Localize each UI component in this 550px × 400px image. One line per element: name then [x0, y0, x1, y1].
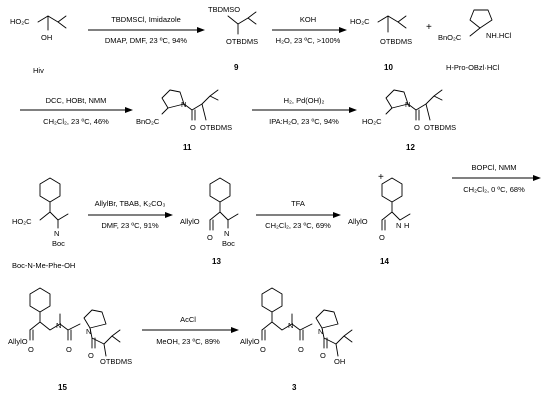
step6-reagents: TFA: [291, 199, 305, 208]
c13-allylo-label: AllylO: [180, 217, 200, 226]
step3-reagents: DCC, HOBt, NMM: [46, 96, 107, 105]
c15-o3-label: O: [88, 351, 94, 360]
reaction-arrow-3: DCC, HOBt, NMM CH₂Cl₂, 23 ºC, 46%: [20, 96, 133, 126]
c11-bno2c-label: BnO₂C: [136, 117, 160, 126]
c14-allylo-label: AllylO: [348, 217, 368, 226]
c15-o1-label: O: [28, 345, 34, 354]
compound-3-label: 3: [292, 383, 297, 392]
step6-conditions: CH₂Cl₂, 23 ºC, 69%: [265, 221, 331, 230]
boc-nme-phe-name: Boc-N-Me-Phe-OH: [12, 261, 75, 270]
c15-n2-label: N: [86, 327, 91, 336]
pro-nh-hcl-label: NH.HCl: [486, 31, 512, 40]
c3-o3-label: O: [320, 351, 326, 360]
boc-nme-phe-structure: HO₂C N Boc: [12, 177, 69, 248]
c15-n1-label: N: [56, 321, 61, 330]
c3-n1-label: N: [288, 321, 293, 330]
phe-n-label: N: [54, 229, 59, 238]
c12-o-label: O: [414, 123, 420, 132]
pro-bno2c-label: BnO₂C: [438, 33, 462, 42]
compound-12-structure: HO₂C N O OTBDMS: [362, 89, 456, 132]
c15-o2-label: O: [66, 345, 72, 354]
compound-13-structure: AllylO O N Boc: [180, 177, 239, 248]
reaction-arrow-1: TBDMSCl, Imidazole DMAP, DMF, 23 ºC, 94%: [88, 15, 205, 45]
c11-otbdms-label: OTBDMS: [200, 123, 232, 132]
compound-3-structure: AllylO O N O N O OH: [240, 287, 353, 366]
step8-reagents: AcCl: [180, 315, 196, 324]
c14-h-label: H: [404, 221, 409, 230]
step4-reagents: H₂, Pd(OH)₂: [284, 96, 325, 105]
c15-otbdms-label: OTBDMS: [100, 357, 132, 366]
reaction-arrow-7: BOPCl, NMM CH₂Cl₂, 0 ºC, 68%: [452, 163, 541, 194]
reaction-arrow-5: AllylBr, TBAB, K₂CO₃ DMF, 23 ºC, 91%: [88, 199, 173, 230]
compound-9-structure: TBDMSO OTBDMS: [208, 5, 258, 46]
compound-13-label: 13: [212, 257, 221, 266]
reaction-arrow-8: AcCl MeOH, 23 ºC, 89%: [142, 315, 239, 346]
c10-otbdms-label: OTBDMS: [380, 37, 412, 46]
step7-conditions: CH₂Cl₂, 0 ºC, 68%: [463, 185, 525, 194]
step2-conditions: H₂O, 23 ºC, >100%: [276, 36, 341, 45]
c13-boc-label: Boc: [222, 239, 235, 248]
step5-conditions: DMF, 23 ºC, 91%: [101, 221, 159, 230]
compound-14-label: 14: [380, 257, 389, 266]
plus-sign-2: +: [378, 172, 384, 183]
step2-reagents: KOH: [300, 15, 316, 24]
hiv-oh-label: OH: [41, 33, 52, 42]
step1-conditions: DMAP, DMF, 23 ºC, 94%: [105, 36, 188, 45]
c3-allylo-label: AllylO: [240, 337, 260, 346]
compound-15-label: 15: [58, 383, 67, 392]
c10-ho2c-label: HO₂C: [350, 17, 370, 26]
step8-conditions: MeOH, 23 ºC, 89%: [156, 337, 220, 346]
c14-o-label: O: [379, 233, 385, 242]
compound-10-label: 10: [384, 63, 393, 72]
hiv-structure: HO₂C OH: [10, 15, 67, 42]
plus-sign-1: +: [426, 22, 432, 33]
compound-11-structure: BnO₂C N O OTBDMS: [136, 89, 232, 132]
compound-9-label: 9: [234, 63, 239, 72]
compound-10-structure: HO₂C OTBDMS: [350, 15, 412, 46]
c12-ho2c-label: HO₂C: [362, 117, 382, 126]
c3-oh-label: OH: [334, 357, 345, 366]
c12-otbdms-label: OTBDMS: [424, 123, 456, 132]
c9-tbdmso-label: TBDMSO: [208, 5, 240, 14]
step1-reagents: TBDMSCl, Imidazole: [111, 15, 181, 24]
compound-12-label: 12: [406, 143, 415, 152]
pro-obzl-structure: BnO₂C NH.HCl: [438, 9, 512, 42]
reaction-arrow-6: TFA CH₂Cl₂, 23 ºC, 69%: [256, 199, 341, 230]
c11-n-label: N: [181, 100, 186, 109]
hiv-name: Hiv: [33, 66, 44, 75]
c13-n-label: N: [224, 229, 229, 238]
compound-15-structure: AllylO O N O N O OTBDMS: [8, 287, 132, 366]
compound-14-structure: AllylO O N H: [348, 177, 411, 242]
phe-ho2c-label: HO₂C: [12, 217, 32, 226]
compound-11-label: 11: [183, 143, 192, 152]
step4-conditions: IPA:H₂O, 23 ºC, 94%: [269, 117, 339, 126]
reaction-arrow-4: H₂, Pd(OH)₂ IPA:H₂O, 23 ºC, 94%: [252, 96, 357, 126]
c3-o2-label: O: [298, 345, 304, 354]
hiv-ho2c-label: HO₂C: [10, 17, 30, 26]
phe-boc-label: Boc: [52, 239, 65, 248]
reaction-arrow-2: KOH H₂O, 23 ºC, >100%: [272, 15, 347, 45]
c15-allylo-label: AllylO: [8, 337, 28, 346]
c14-n-label: N: [396, 221, 401, 230]
step3-conditions: CH₂Cl₂, 23 ºC, 46%: [43, 117, 109, 126]
c11-o-label: O: [190, 123, 196, 132]
pro-obzl-name: H-Pro-OBzl·HCl: [446, 63, 500, 72]
c13-o-label: O: [207, 233, 213, 242]
step7-reagents: BOPCl, NMM: [472, 163, 517, 172]
c12-n-label: N: [405, 100, 410, 109]
step5-reagents: AllylBr, TBAB, K₂CO₃: [95, 199, 166, 208]
c3-o1-label: O: [260, 345, 266, 354]
c9-otbdms-label: OTBDMS: [226, 37, 258, 46]
c3-n2-label: N: [318, 327, 323, 336]
